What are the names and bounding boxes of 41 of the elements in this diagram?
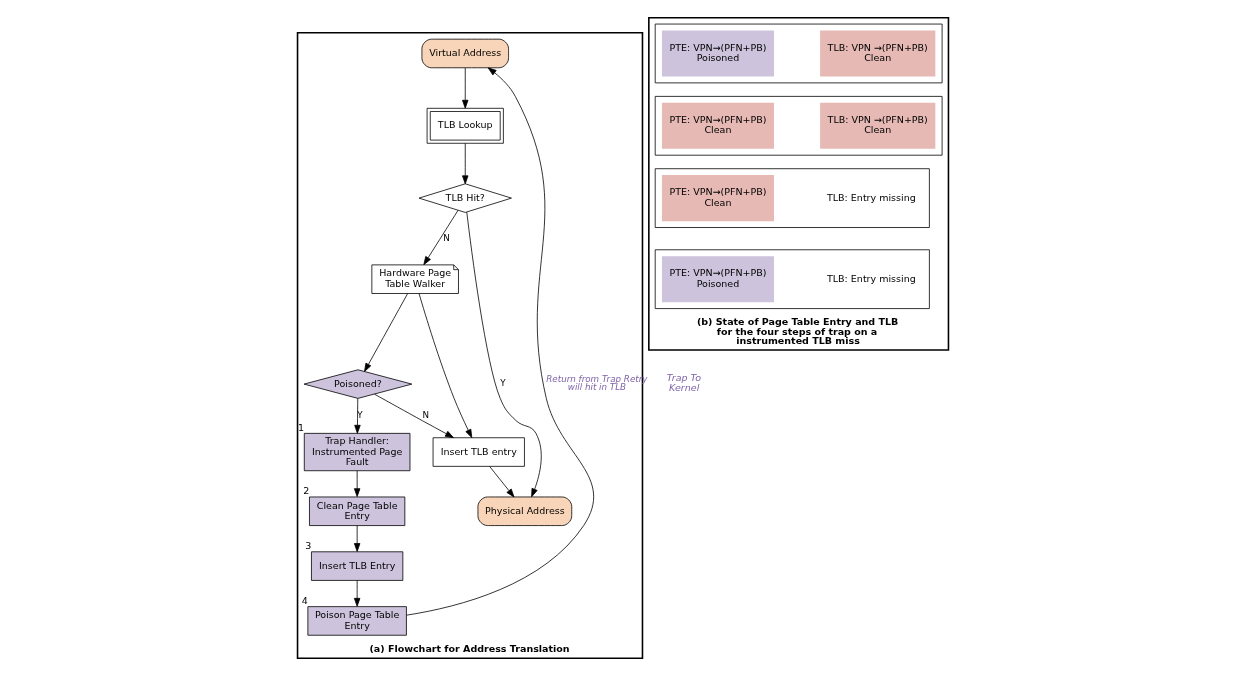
arrow <box>489 466 515 498</box>
arrow <box>462 67 469 109</box>
node-label: 4 <box>301 594 308 606</box>
cluster <box>654 249 930 309</box>
arrow <box>462 142 469 185</box>
arrow <box>374 393 454 438</box>
node-box: PTE: VPN→(PFN+PB) Clean <box>661 175 774 222</box>
cluster <box>654 96 943 156</box>
arrow <box>418 293 473 438</box>
node-text: TLB: Entry missing <box>826 272 916 284</box>
node-diamond: Poisoned? <box>303 369 413 399</box>
node-label: 3 <box>305 540 312 552</box>
node-box: PTE: VPN→(PFN+PB) Poisoned <box>661 30 774 77</box>
node-box: Physical Address <box>477 496 573 526</box>
arrow <box>353 470 361 497</box>
node-box: Clean Page Table Entry <box>309 496 406 526</box>
arrow <box>364 293 408 372</box>
node-box: PTE: VPN→(PFN+PB) Clean <box>661 102 774 149</box>
cluster <box>654 23 943 84</box>
node-box: Trap Handler: Instrumented Page Fault <box>303 432 411 472</box>
arrow <box>423 209 459 266</box>
node-box: Poison Page Table Entry <box>307 606 407 636</box>
node-box: TLB: VPN →(PFN+PB) Clean <box>820 102 936 149</box>
cluster <box>654 168 930 228</box>
node-diamond: TLB Hit? <box>418 183 512 213</box>
node-label: 2 <box>303 485 310 497</box>
arrow <box>353 525 361 552</box>
node-box: PTE: VPN→(PFN+PB) Poisoned <box>661 256 774 303</box>
node-box: TLB: VPN →(PFN+PB) Clean <box>820 30 936 77</box>
arrow <box>466 211 542 498</box>
node-text: TLB: Entry missing <box>826 191 916 203</box>
edge-label: N <box>422 410 430 421</box>
node-label: 1 <box>298 421 305 433</box>
node-box: Insert TLB Entry <box>311 551 404 581</box>
label: Trap To Kernel <box>666 372 702 393</box>
edge-label: Y <box>500 378 506 389</box>
arrow <box>406 67 594 616</box>
edge-label: N <box>443 232 450 243</box>
node-box: Virtual Address <box>421 38 509 69</box>
node-box: Insert TLB entry <box>432 437 525 467</box>
arrow <box>353 580 361 607</box>
